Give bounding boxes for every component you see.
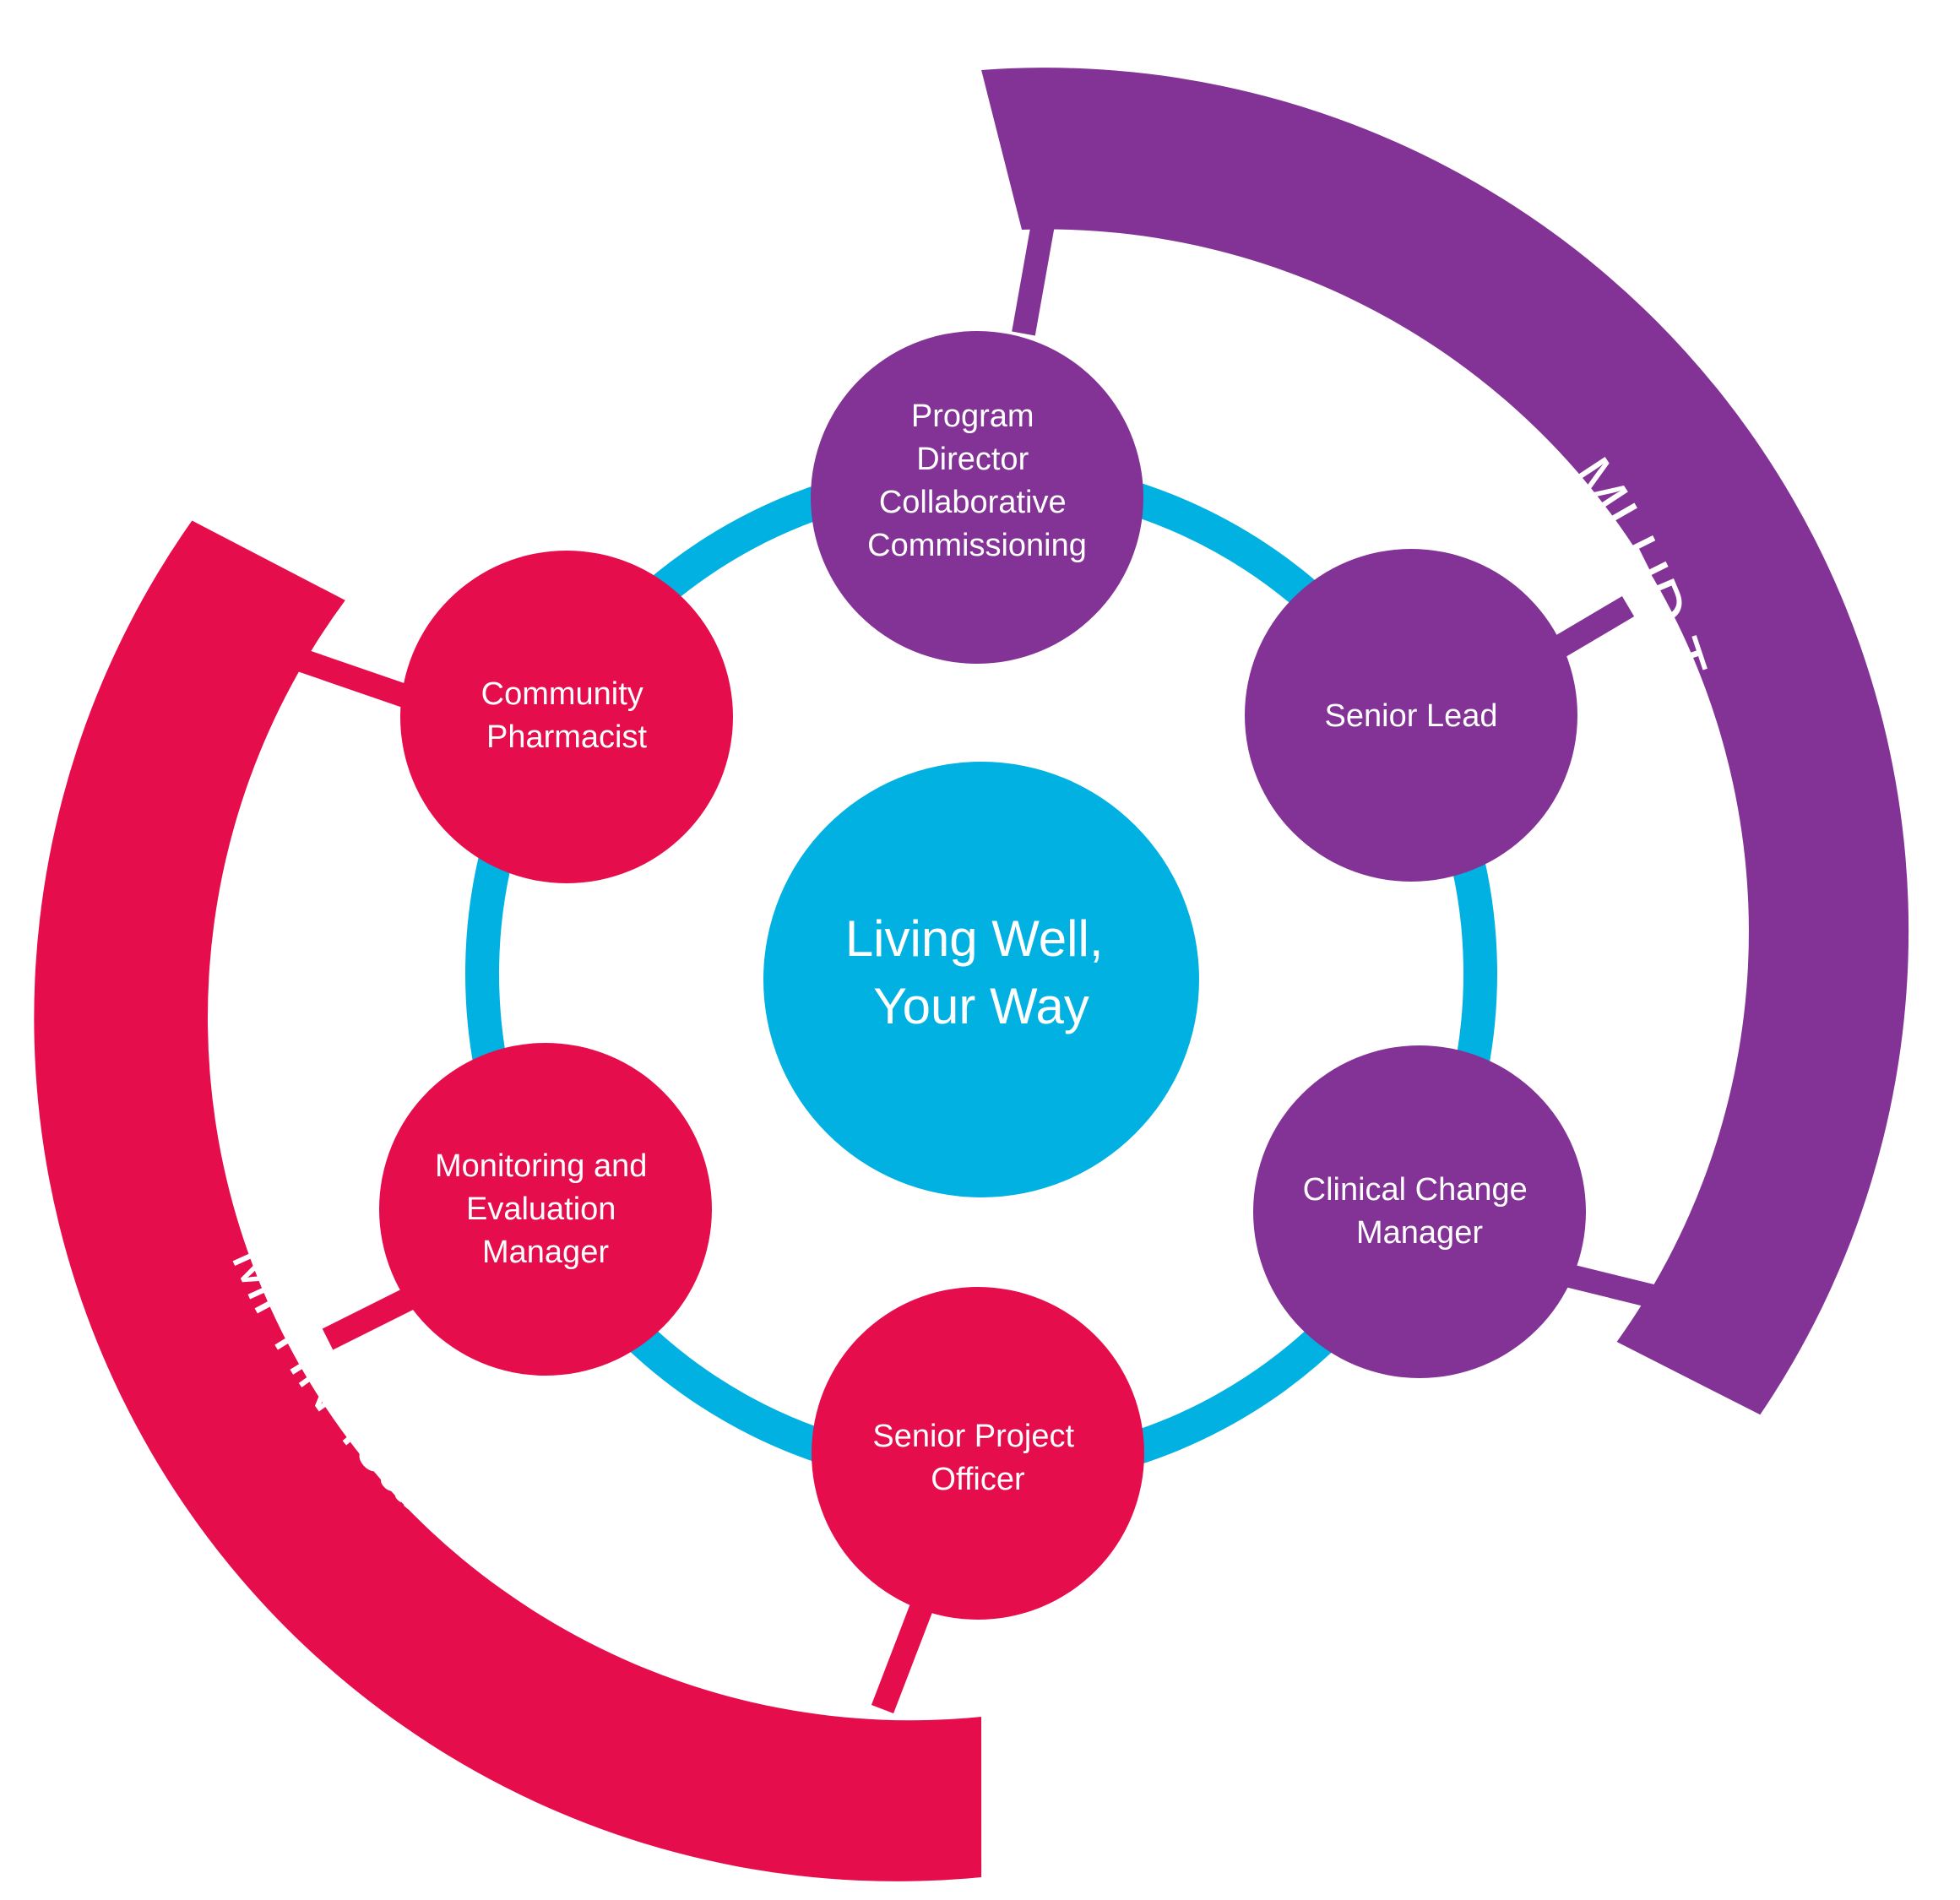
node-label-line: Senior Lead [1325,698,1498,734]
center-node: Living Well, Your Way [763,762,1199,1197]
center-title-line: Your Way [873,978,1089,1034]
node-label-line: Officer [931,1462,1025,1497]
connector-clinical-change-manager [1563,1263,1663,1310]
node-community-pharmacist: Community Pharmacist [400,551,733,883]
connector-senior-lead [1547,595,1635,661]
node-label-line: Program [911,399,1034,434]
node-label-line: Senior Project [872,1419,1074,1454]
node-circle [379,1043,712,1376]
node-clinical-change-manager: Clinical Change Manager [1253,1045,1586,1378]
connector-senior-project-officer [871,1599,935,1714]
node-label-line: Evaluation [466,1192,616,1227]
connector-community-pharmacist [283,643,414,709]
mlhd-arc-band [981,68,1909,1415]
node-label-line: Collaborative [879,485,1067,520]
node-circle [1245,549,1577,882]
connector-program-director [1012,217,1056,336]
node-label-line: Manager [1356,1215,1483,1251]
node-label: Community Pharmacist [481,676,653,755]
node-monitoring-evaluation-manager: Monitoring and Evaluation Manager [379,1043,712,1376]
node-circle [1253,1045,1586,1378]
node-label: Monitoring and Evaluation Manager [435,1148,656,1270]
node-program-director: Program Director Collaborative Commissio… [811,331,1143,664]
node-circle [812,1287,1144,1620]
node-label: Senior Project Officer [872,1419,1083,1497]
node-label-line: Manager [482,1235,609,1270]
node-circle [811,331,1143,664]
node-label-line: Monitoring and [435,1148,647,1184]
node-senior-lead: Senior Lead [1245,549,1577,882]
node-label: Senior Lead [1325,698,1498,734]
node-label: Clinical Change Manager [1303,1172,1537,1251]
node-label-line: Community [481,676,643,712]
node-senior-project-officer: Senior Project Officer [812,1287,1144,1620]
node-label-line: Clinical Change [1303,1172,1528,1208]
center-title-line: Living Well, [845,910,1104,967]
center-circle [763,762,1199,1197]
node-label-line: Pharmacist [486,719,647,755]
node-circle [400,551,733,883]
connector-monitoring-evaluation-manager [322,1284,423,1350]
node-label-line: Director [916,442,1029,477]
node-label-line: Commissioning [867,528,1087,563]
center-title: Living Well, Your Way [845,910,1117,1034]
node-label: Program Director Collaborative Commissio… [867,399,1087,563]
mphn-arc-band [34,520,982,1881]
